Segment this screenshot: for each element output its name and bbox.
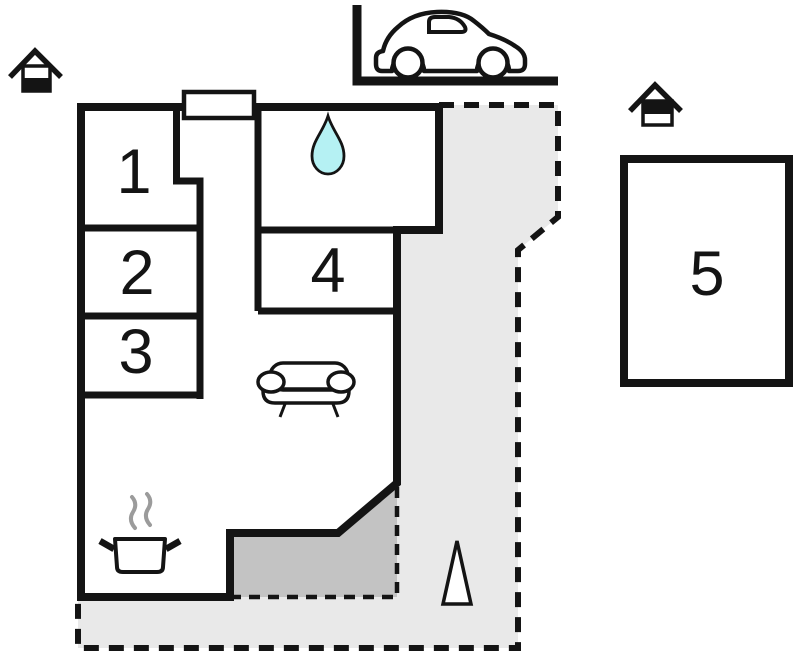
house-marker-roof xyxy=(8,47,63,79)
sofa-body xyxy=(261,384,351,405)
entrance-door xyxy=(181,89,257,121)
room-1-label: 1 xyxy=(116,137,151,207)
tree-icon xyxy=(440,540,474,606)
house-marker-icon-annex xyxy=(628,81,683,127)
cooking-pot-icon xyxy=(98,492,182,574)
sofa-armrest-left xyxy=(256,370,286,394)
pot-handles xyxy=(98,538,182,552)
car-icon xyxy=(373,9,528,80)
car-window xyxy=(427,15,468,34)
house-marker-icon-main xyxy=(8,47,63,93)
sofa-armrest-right xyxy=(326,370,356,394)
room-2-label: 2 xyxy=(119,238,154,308)
building-5-outline xyxy=(620,155,793,387)
steam-icon xyxy=(143,492,153,527)
pot-body xyxy=(113,537,167,574)
car-wheel-right xyxy=(476,46,510,80)
room-4-label: 4 xyxy=(310,236,345,306)
property-area xyxy=(78,105,558,648)
sofa-legs xyxy=(278,403,340,418)
property-boundary-dashed xyxy=(75,102,561,651)
terrace-boundary-dashed xyxy=(232,487,400,600)
water-drop-icon xyxy=(310,111,346,176)
car-wheel-left xyxy=(391,46,425,80)
interior-walls xyxy=(81,104,441,399)
room-3-label: 3 xyxy=(118,317,153,387)
house-marker-fill xyxy=(643,101,672,114)
steam-icon xyxy=(128,495,138,530)
sofa-icon xyxy=(256,361,356,418)
house-marker-fill xyxy=(23,78,50,91)
parking-corner-line xyxy=(352,5,558,86)
building-5-label: 5 xyxy=(689,239,724,309)
terrace-area xyxy=(230,483,397,597)
